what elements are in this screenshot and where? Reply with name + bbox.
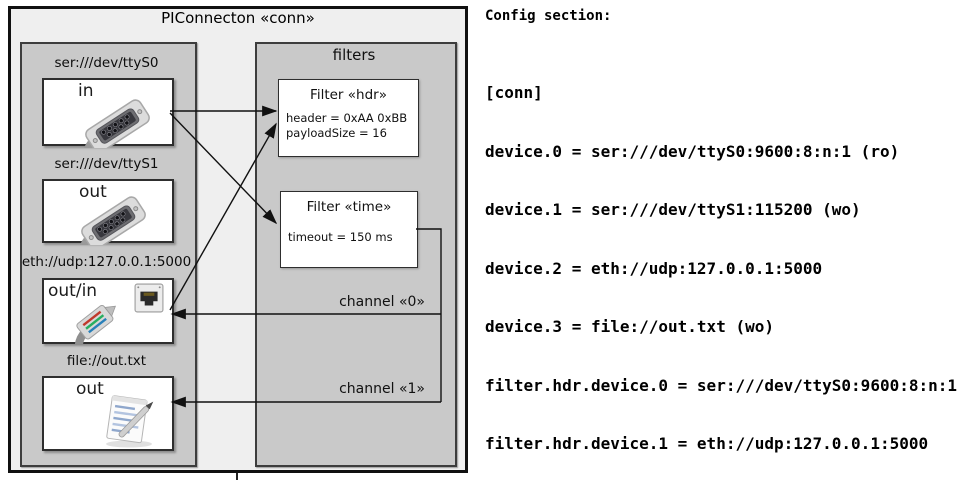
device-box-ttys1: out xyxy=(42,179,174,245)
device-box-file: out xyxy=(42,376,174,451)
filter-attributes: header = 0xAA 0xBB payloadSize = 16 xyxy=(286,111,407,141)
config-heading: Config section: xyxy=(485,8,612,24)
device-role-label: out xyxy=(79,182,107,202)
pen-icon xyxy=(118,401,154,438)
device-box-ttys0: in xyxy=(42,78,174,148)
filter-attribute: timeout = 150 ms xyxy=(288,230,393,244)
config-line: device.2 = eth://udp:127.0.0.1:5000 xyxy=(485,258,823,278)
channel-0-label: channel «0» xyxy=(339,294,425,310)
config-text: [conn] device.0 = ser:///dev/ttyS0:9600:… xyxy=(485,44,964,484)
serial-connector-icon xyxy=(82,99,150,148)
channel-1-label: channel «1» xyxy=(339,381,425,397)
config-line: device.1 = ser:///dev/ttyS1:115200 (wo) xyxy=(485,200,861,219)
ethernet-cable-icon xyxy=(74,304,116,345)
config-line: device.3 = file://out.txt (wo) xyxy=(485,317,774,336)
page-tick xyxy=(236,473,238,480)
filter-title: Filter «hdr» xyxy=(310,87,387,103)
filter-attributes: timeout = 150 ms xyxy=(288,230,393,245)
config-line: filter.hdr.device.0 = ser:///dev/ttyS0:9… xyxy=(485,375,958,395)
device-box-eth: out/in xyxy=(42,278,174,345)
device-role-label: out xyxy=(76,379,104,399)
device-role-label: in xyxy=(78,81,94,101)
diagram-title: PIConnecton «conn» xyxy=(161,9,315,27)
config-line: filter.hdr.device.1 = eth://udp:127.0.0.… xyxy=(485,434,929,453)
filter-title: Filter «time» xyxy=(306,199,392,215)
notepad-icon xyxy=(106,395,154,448)
device-url-label: file://out.txt xyxy=(66,353,147,369)
filter-box-time: Filter «time» timeout = 150 ms xyxy=(280,191,418,268)
device-url-label: eth://udp:127.0.0.1:5000 xyxy=(21,254,192,270)
device-url-label: ser:///dev/ttyS0 xyxy=(54,55,159,71)
serial-connector-icon xyxy=(78,196,146,245)
ethernet-port-icon xyxy=(134,283,164,313)
filter-attribute: header = 0xAA 0xBB xyxy=(286,111,408,125)
device-role-label: out/in xyxy=(48,281,98,301)
filters-panel-label: filters xyxy=(332,46,376,64)
filter-attribute: payloadSize = 16 xyxy=(286,126,387,140)
config-line: [conn] xyxy=(485,83,543,102)
filter-box-hdr: Filter «hdr» header = 0xAA 0xBB payloadS… xyxy=(278,79,419,157)
config-line: device.0 = ser:///dev/ttyS0:9600:8:n:1 (… xyxy=(485,141,900,161)
device-url-label: ser:///dev/ttyS1 xyxy=(54,156,159,172)
